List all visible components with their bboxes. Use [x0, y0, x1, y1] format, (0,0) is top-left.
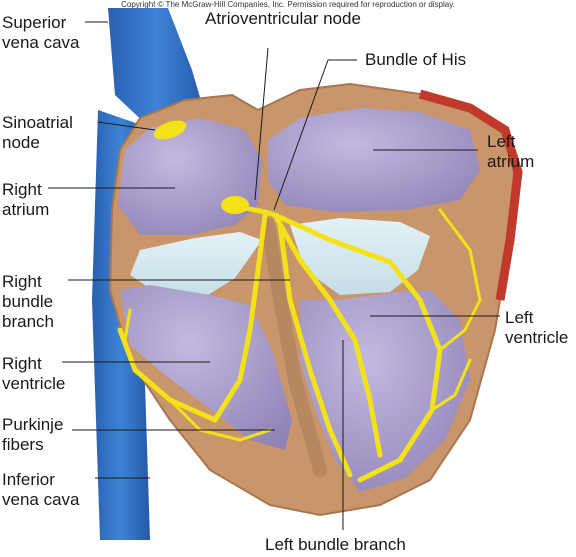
label-left-atrium: Left atrium	[487, 132, 535, 171]
left-bundle-branch-path	[272, 212, 383, 458]
leader-lines	[48, 21, 500, 530]
label-inferior-vena-cava: Inferior vena cava	[2, 470, 80, 509]
label-left-bundle-branch: Left bundle branch	[265, 535, 406, 554]
interventricular-septum	[261, 218, 327, 477]
left-bundle-inner	[277, 222, 353, 478]
label-left-ventricle: Left ventricle	[505, 308, 569, 347]
sinoatrial-node	[153, 120, 187, 140]
copyright-notice: Copyright © The McGraw-Hill Companies, I…	[121, 0, 455, 9]
conduction-system	[117, 202, 482, 483]
left-atrium-chamber	[268, 108, 480, 212]
left-bundle-posterior	[272, 212, 443, 483]
purkinje-left-2	[430, 358, 472, 412]
tricuspid-valve-area	[130, 232, 262, 300]
label-right-bundle-branch: Right bundle branch	[2, 272, 54, 331]
label-superior-vena-cava: Superior vena cava	[2, 13, 80, 52]
superior-vena-cava	[108, 8, 206, 128]
label-right-atrium: Right atrium	[2, 180, 50, 219]
epicardium-rim	[418, 89, 523, 301]
label-atrioventricular-node: Atrioventricular node	[205, 9, 361, 28]
label-sinoatrial-node: Sinoatrial node	[2, 113, 73, 152]
label-bundle-of-his: Bundle of His	[365, 50, 467, 69]
atrioventricular-node	[221, 196, 249, 214]
label-right-ventricle: Right ventricle	[2, 354, 66, 393]
label-purkinje-fibers: Purkinje fibers	[2, 415, 64, 454]
purkinje-left	[438, 208, 482, 352]
purkinje-right	[168, 398, 272, 442]
purkinje-right-2	[123, 308, 137, 372]
